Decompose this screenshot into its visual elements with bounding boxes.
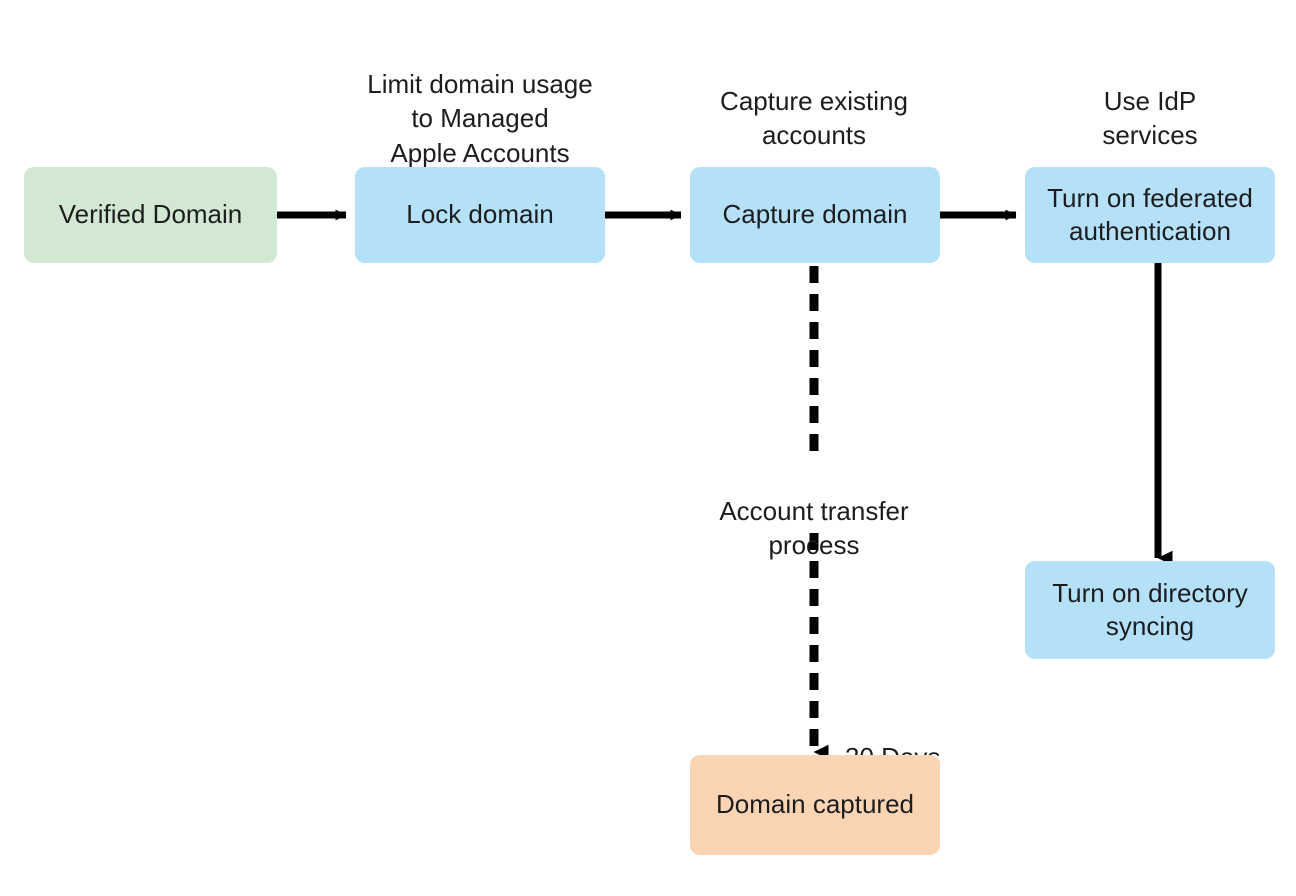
caption-federated-auth-text: Use IdP services: [1102, 85, 1198, 151]
node-verified-domain[interactable]: Verified Domain: [24, 167, 277, 263]
node-directory-syncing-label: Turn on directory syncing: [1052, 577, 1248, 641]
caption-account-transfer: Account transfer process: [664, 459, 964, 563]
caption-account-transfer-text: Account transfer process: [719, 495, 909, 561]
node-verified-domain-label: Verified Domain: [58, 199, 243, 230]
node-federated-auth[interactable]: Turn on federated authentication: [1025, 167, 1275, 263]
node-domain-captured-label: Domain captured: [716, 789, 914, 820]
caption-federated-auth: Use IdP services: [1000, 49, 1296, 153]
node-capture-domain[interactable]: Capture domain: [690, 167, 940, 263]
caption-lock-domain-text: Limit domain usage to Managed Apple Acco…: [367, 68, 593, 168]
node-federated-auth-label: Turn on federated authentication: [1047, 182, 1253, 246]
node-domain-captured[interactable]: Domain captured: [690, 755, 940, 855]
node-directory-syncing[interactable]: Turn on directory syncing: [1025, 561, 1275, 659]
caption-lock-domain: Limit domain usage to Managed Apple Acco…: [330, 32, 630, 170]
caption-capture-domain: Capture existing accounts: [664, 49, 964, 153]
node-lock-domain[interactable]: Lock domain: [355, 167, 605, 263]
caption-capture-domain-text: Capture existing accounts: [720, 85, 908, 151]
node-lock-domain-label: Lock domain: [406, 199, 554, 230]
node-capture-domain-label: Capture domain: [722, 199, 908, 230]
